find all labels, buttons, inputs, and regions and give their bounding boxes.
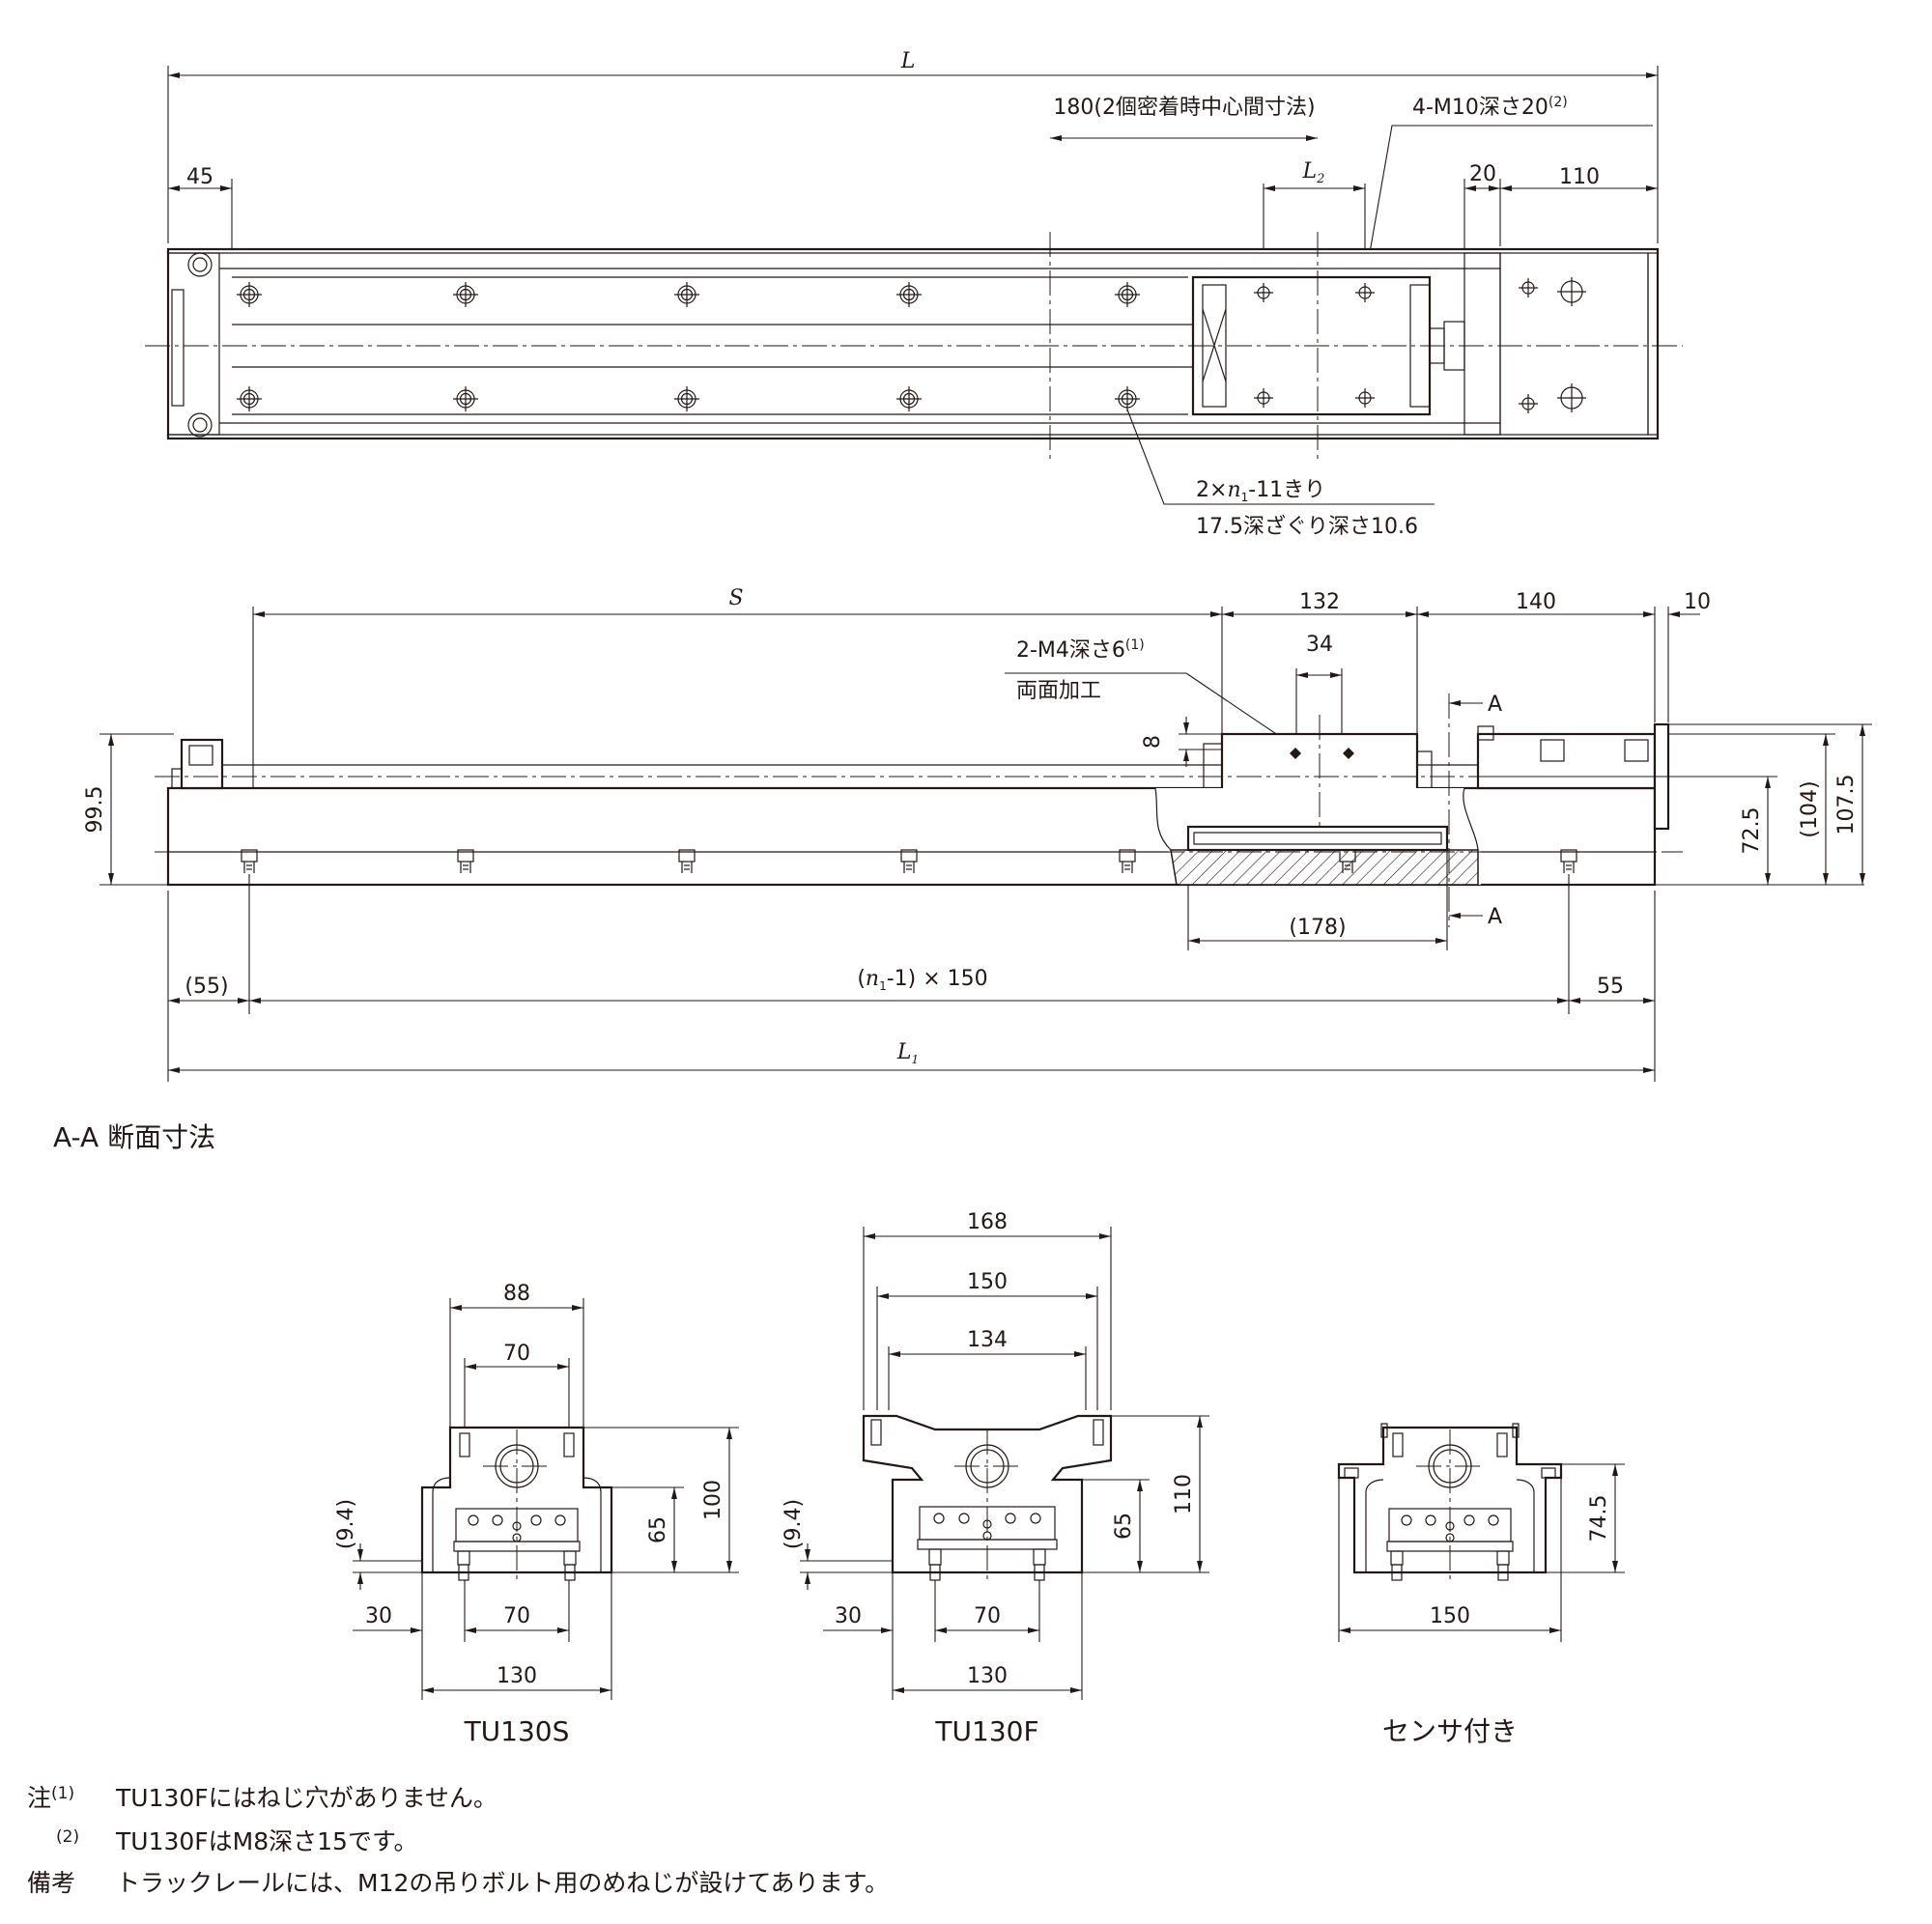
sensor-dim-150: 150: [1430, 1604, 1470, 1628]
dim-10: 10: [1684, 590, 1711, 614]
sensor-dim-74.5: 74.5: [1587, 1495, 1611, 1542]
section-tu130f: 168 150 134 65 110: [781, 1210, 1209, 1747]
dim-L: L: [900, 49, 916, 73]
dim-99.5: 99.5: [83, 786, 107, 834]
tu130f-dim-30: 30: [835, 1604, 862, 1628]
tu130s-dim-9.4: (9.4): [334, 1499, 358, 1549]
dim-20: 20: [1469, 162, 1496, 186]
dim-132: 132: [1299, 590, 1340, 614]
holes-note-line1: 2×n1-11きり: [1196, 478, 1325, 504]
tu130f-dim-168: 168: [967, 1210, 1008, 1234]
section-marker-A-bottom: A: [1488, 905, 1502, 929]
dim-L2: L2: [1302, 159, 1325, 186]
tu130f-dim-150: 150: [967, 1270, 1008, 1294]
dim-55-right: 55: [1597, 975, 1624, 999]
dim-180: 180(2個密着時中心間寸法): [1053, 96, 1315, 120]
dim-140: 140: [1516, 590, 1556, 614]
tu130s-dim-30: 30: [365, 1604, 392, 1628]
dim-107.5: 107.5: [1834, 775, 1859, 835]
notes: 注(1)TU130Fにはねじ穴がありません。 (2)TU130FはM8深さ15で…: [27, 1784, 889, 1897]
note-3: 備考トラックレールには、M12の吊りボルト用のめねじが設けてあります。: [27, 1869, 889, 1897]
dim-110: 110: [1559, 165, 1600, 189]
dim-4-M10: 4-M10深さ20(2): [1412, 95, 1568, 120]
side-view: S 132 140 10 34 2-M4深さ6(1) 両面加工 8: [83, 586, 1872, 1082]
section-marker-A-top: A: [1488, 693, 1502, 717]
tu130f-dim-70: 70: [974, 1604, 1001, 1628]
tu130s-dim-70-bottom: 70: [503, 1604, 530, 1628]
tu130f-dim-9.4: (9.4): [781, 1499, 806, 1549]
tu130s-dim-88: 88: [503, 1282, 530, 1306]
tu130f-dim-110: 110: [1172, 1474, 1196, 1514]
tu130s-caption: TU130S: [464, 1715, 570, 1747]
note-1: 注(1)TU130Fにはねじ穴がありません。: [27, 1784, 497, 1812]
dim-pitch: (n1-1) × 150: [857, 967, 987, 993]
dim-104: (104): [1798, 780, 1822, 837]
dim-34: 34: [1306, 633, 1333, 657]
tu130f-caption: TU130F: [934, 1715, 1038, 1747]
holes-note-line2: 17.5深ざぐり深さ10.6: [1196, 514, 1418, 539]
tu130s-dim-100: 100: [701, 1480, 725, 1520]
tu130s-dim-130: 130: [497, 1664, 537, 1688]
section-tu130s: 88 70 65 100 (9.4): [334, 1282, 739, 1747]
dim-45: 45: [186, 165, 213, 189]
dim-55-left: (55): [185, 975, 228, 999]
note-2: (2)TU130FはM8深さ15です。: [56, 1827, 417, 1855]
section-sensor: 74.5 150 センサ付き: [1337, 1423, 1625, 1747]
top-view: L 180(2個密着時中心間寸法) L2 4-M10深さ20(2) 45 20 …: [145, 49, 1683, 539]
dim-L1: L1: [896, 1040, 919, 1066]
tu130f-dim-65: 65: [1112, 1513, 1136, 1540]
dim-72.5: 72.5: [1740, 807, 1764, 855]
dim-S: S: [728, 586, 743, 610]
dim-178: (178): [1289, 916, 1346, 940]
sensor-caption: センサ付き: [1382, 1715, 1518, 1747]
dim-8: 8: [1141, 735, 1165, 749]
tu130f-dim-130: 130: [967, 1664, 1008, 1688]
dim-2-M4: 2-M4深さ6(1): [1016, 637, 1145, 663]
section-title: A-A 断面寸法: [53, 1121, 215, 1153]
tu130f-dim-134: 134: [967, 1328, 1008, 1352]
dim-2-M4-line2: 両面加工: [1016, 679, 1101, 703]
tu130s-dim-65: 65: [646, 1516, 670, 1543]
tu130s-dim-70-top: 70: [503, 1342, 530, 1366]
